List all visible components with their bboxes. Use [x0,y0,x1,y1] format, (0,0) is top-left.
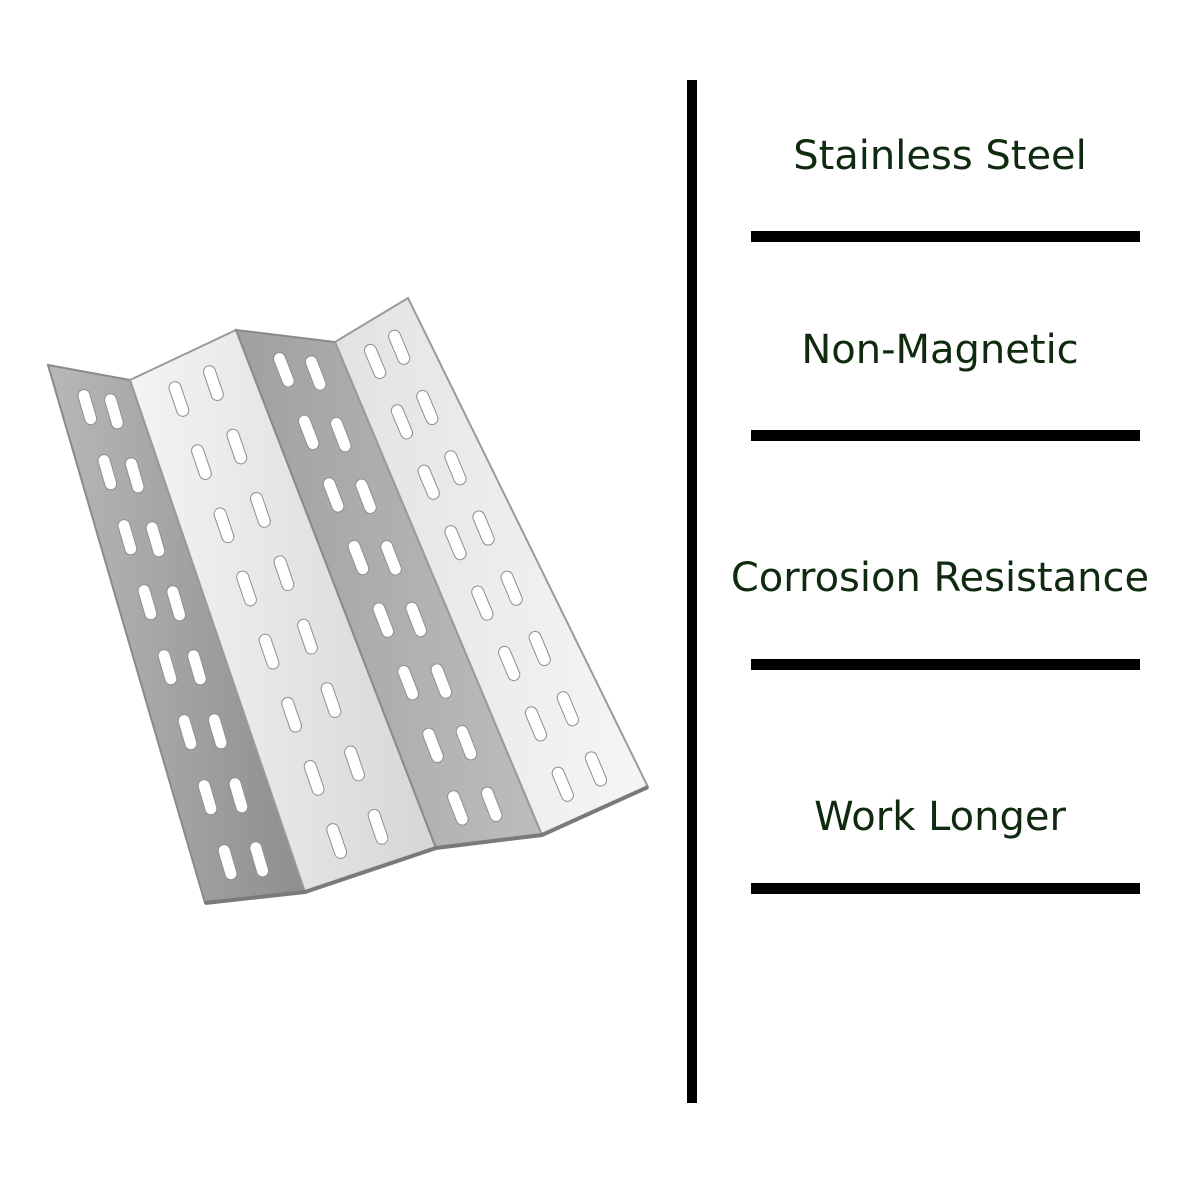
plate-slot [191,444,212,480]
plate-slot [124,457,145,494]
plate-slot [472,510,495,546]
plate-slots [77,329,608,881]
plate-slot [372,602,395,638]
plate-slot [480,786,503,823]
plate-slot [390,404,414,440]
feature-divider [751,883,1140,894]
plate-slot [497,645,521,682]
plate-slot [455,725,478,761]
plate-slot [166,585,187,622]
plate-slot [347,539,370,576]
plate-slot [297,618,318,655]
plate-slot [388,329,411,365]
plate-slot [236,570,257,607]
plate-slot [551,766,574,802]
plate-slot [584,751,608,787]
plate-slot [250,492,271,528]
plate-edge [204,785,649,905]
feature-label-stainless-steel: Stainless Steel [793,133,1087,179]
plate-slot [297,414,320,451]
plate-slot [397,665,419,701]
feature-label-work-longer: Work Longer [814,794,1066,840]
plate-slot [157,649,178,686]
plate-slot [556,691,579,727]
plate-slot [213,507,235,544]
plate-slot [528,630,551,667]
plate-slot [137,584,158,621]
plate-slot [228,777,249,814]
plate-slot [303,760,325,796]
plate-slot [363,343,387,380]
plate-slot [422,727,444,764]
feature-divider [751,231,1140,242]
plate-slot [281,696,302,733]
plate-slot [104,393,124,430]
plate-slot [249,841,270,878]
plate-slot [326,823,348,859]
plate-slot [320,682,342,718]
plate-slot [444,450,467,486]
plate-slot [329,416,352,453]
plate-slot [217,844,238,881]
plate-slot [444,525,467,561]
plate-slot [97,454,118,491]
plate-slot [447,790,469,826]
plate-slot [416,389,439,426]
plate-slot [417,464,440,500]
feature-divider [751,430,1140,441]
plate-slot [197,779,218,816]
plate-slot [273,352,295,388]
heat-plate-icon [46,296,650,905]
plate-slot [500,570,523,606]
plate-slot [273,555,295,592]
plate-slot [207,713,228,750]
plate-slot [177,714,198,751]
feature-label-corrosion-resistance: Corrosion Resistance [730,555,1150,601]
plate-slot [355,478,377,514]
plate-slot [344,745,365,782]
plate-slot [380,540,402,576]
plate-slot [202,365,224,401]
plate-slot [322,477,345,513]
plate-slot [405,601,428,638]
plate-slot [471,585,494,621]
feature-label-non-magnetic: Non-Magnetic [801,327,1079,373]
plate-slot [524,706,548,742]
plate-slot [117,519,138,556]
vertical-divider [687,80,697,1103]
plate-slot [187,649,207,686]
plate-slot [304,355,327,391]
plate-slot [367,808,389,845]
plate-slot [226,428,248,465]
plate-slot [77,389,98,426]
plate-slot [145,521,166,558]
feature-divider [751,659,1140,670]
plate-slot [430,663,453,699]
plate-slot [258,633,280,670]
plate-slot [168,381,190,417]
